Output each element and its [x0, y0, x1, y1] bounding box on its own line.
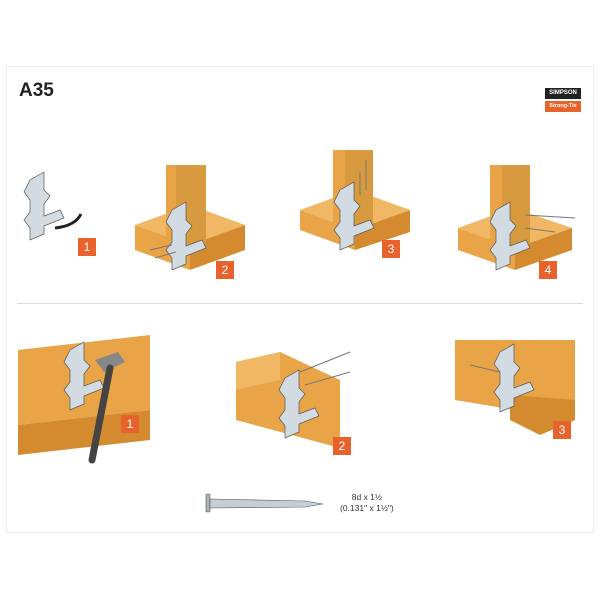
brand-logo: SIMPSON Strong-Tie	[545, 88, 581, 112]
top-step-4-framing	[458, 165, 576, 271]
product-title: A35	[19, 80, 54, 101]
top-step-3-badge: 3	[382, 240, 400, 258]
logo-line2: Strong-Tie	[545, 101, 581, 112]
section-divider	[17, 303, 583, 304]
diagram-frame	[6, 66, 594, 533]
bottom-step-2-framing	[236, 351, 351, 448]
top-step-2-framing	[135, 165, 245, 271]
bottom-step-3-badge: 3	[553, 421, 571, 439]
top-step-3-framing	[300, 150, 410, 251]
logo-line1: SIMPSON	[545, 88, 581, 99]
bottom-step-2-badge: 2	[333, 437, 351, 455]
top-step-1-bracket	[23, 171, 83, 241]
nail-size: 8d x 1½	[351, 492, 382, 502]
bottom-step-1-badge: 1	[121, 415, 139, 433]
top-step-1-badge: 1	[78, 238, 96, 256]
nail-label: 8d x 1½ (0.131" x 1½")	[340, 492, 394, 514]
bottom-step-1-hammer	[18, 335, 150, 464]
nail-illustration	[205, 493, 324, 513]
top-step-4-badge: 4	[539, 261, 557, 279]
nail-dimensions: (0.131" x 1½")	[340, 503, 394, 513]
top-step-2-badge: 2	[216, 261, 234, 279]
